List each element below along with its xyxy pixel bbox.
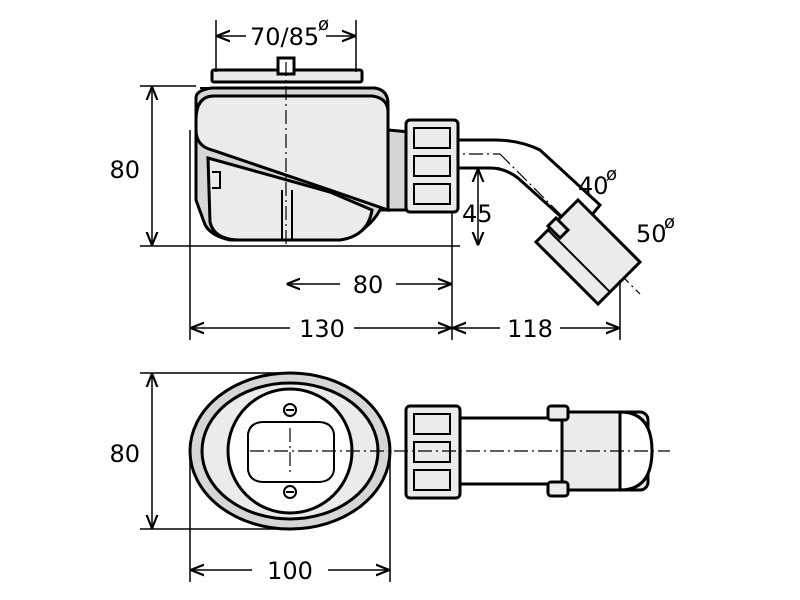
label-inner-pipe: 40 <box>578 172 609 200</box>
label-inner-pipe-symbol: ø <box>606 164 617 185</box>
union-nut-top <box>404 404 462 500</box>
side-view: 70/85 ø 80 45 80 130 <box>109 14 675 343</box>
label-top-width: 100 <box>267 557 313 585</box>
label-top-height: 80 <box>109 440 140 468</box>
dim-total-width: 130 <box>189 130 450 343</box>
grate-side <box>200 56 370 89</box>
dim-center-to-union: 80 <box>288 212 453 340</box>
trap-body-side <box>194 86 412 242</box>
label-grate-diameter: 70/85 <box>250 23 319 51</box>
dim-top-height: 80 <box>109 372 290 530</box>
dim-side-height: 80 <box>109 85 460 247</box>
label-grate-diameter-symbol: ø <box>318 14 329 35</box>
union-nut-side <box>404 118 460 214</box>
dim-outlet-height: 45 <box>460 167 500 244</box>
label-outer-pipe-symbol: ø <box>664 212 675 233</box>
label-center-to-union: 80 <box>353 271 384 299</box>
dim-outlet-reach: 118 <box>454 280 621 343</box>
label-total-width: 130 <box>299 315 345 343</box>
outlet-endpiece-side <box>533 197 643 307</box>
label-outer-pipe: 50 <box>636 220 667 248</box>
label-outlet-reach: 118 <box>507 315 553 343</box>
label-outlet-height: 45 <box>462 200 493 228</box>
top-view: 80 100 <box>109 371 670 585</box>
label-side-height: 80 <box>109 156 140 184</box>
dim-top-width: 100 <box>189 455 391 585</box>
dim-grate-diameter: 70/85 ø <box>215 14 357 72</box>
